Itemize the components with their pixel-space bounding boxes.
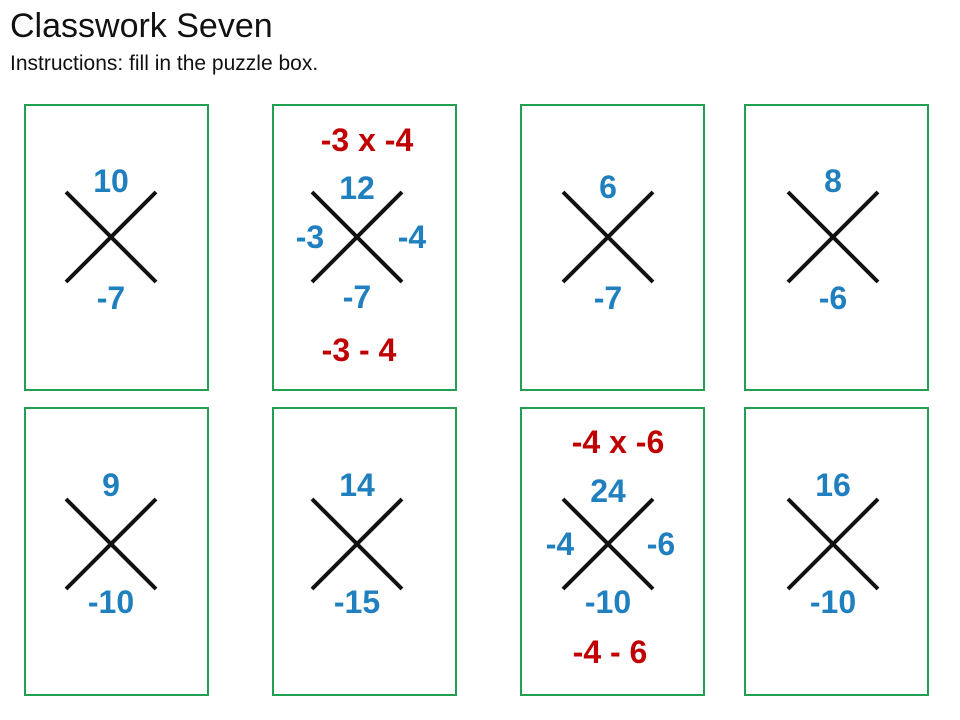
sum-number: -10 (87, 584, 135, 620)
sum-working-note: -3 - 4 (321, 332, 397, 368)
product-number: 24 (590, 473, 626, 509)
product-number: 8 (824, 163, 842, 199)
sum-number: -10 (584, 584, 632, 620)
product-number: 10 (93, 163, 129, 199)
page-title: Classwork Seven (10, 7, 273, 45)
product-number: 12 (339, 170, 375, 206)
sum-working-note: -4 - 6 (572, 634, 648, 670)
product-number: 9 (102, 467, 120, 503)
product-number: 14 (339, 467, 375, 503)
puzzle-card (272, 407, 457, 696)
product-number: 6 (599, 169, 617, 205)
sum-number: -6 (818, 280, 848, 316)
puzzle-card (744, 407, 929, 696)
right-factor: -4 (397, 219, 427, 255)
right-factor: -6 (646, 526, 676, 562)
sum-number: -7 (593, 280, 623, 316)
puzzle-card (24, 407, 209, 696)
product-number: 16 (815, 467, 851, 503)
instructions-text: Instructions: fill in the puzzle box. (10, 52, 319, 75)
left-factor: -3 (295, 219, 325, 255)
product-working-note: -4 x -6 (571, 424, 665, 460)
puzzle-card (520, 104, 705, 391)
left-factor: -4 (545, 526, 575, 562)
sum-number: -7 (96, 280, 126, 316)
product-working-note: -3 x -4 (320, 122, 414, 158)
puzzle-card (24, 104, 209, 391)
sum-number: -7 (342, 279, 372, 315)
sum-number: -15 (333, 584, 381, 620)
sum-number: -10 (809, 584, 857, 620)
puzzle-card (744, 104, 929, 391)
